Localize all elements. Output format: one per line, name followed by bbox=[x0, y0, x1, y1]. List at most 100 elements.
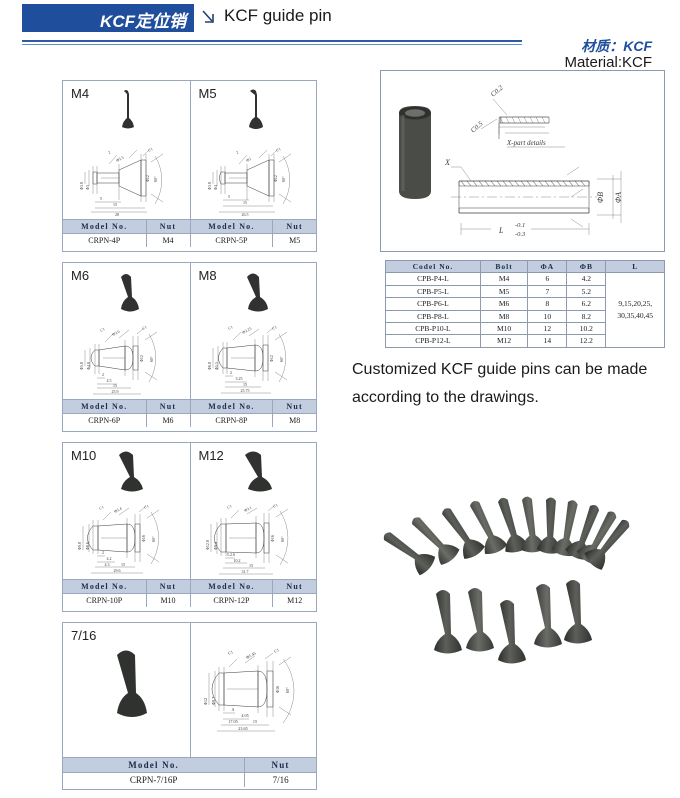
size-label: M8 bbox=[198, 268, 217, 283]
col-header-nut: Nut bbox=[245, 758, 317, 773]
table-row: CPB-P10-L M10 12 10.2 bbox=[385, 321, 665, 336]
table-header-row: Model No. Nut bbox=[63, 758, 317, 773]
spec-table-m4: Model No. Nut CRPN-4P M4 bbox=[63, 220, 190, 247]
cell-dia-a: 10 bbox=[527, 309, 568, 323]
col-header-model: Model No. bbox=[190, 400, 274, 414]
spec-table-m5: Model No. Nut CRPN-5P M5 bbox=[189, 220, 317, 247]
cell-dia-b: 5.2 bbox=[566, 284, 607, 299]
cell-nut: M5 bbox=[289, 236, 301, 245]
material-label-cn: 材质：KCF bbox=[581, 38, 652, 54]
table-header-row: Model No. Nut bbox=[190, 220, 317, 234]
svg-text:2: 2 bbox=[235, 150, 239, 155]
svg-text:15: 15 bbox=[121, 562, 125, 567]
cell-dia-b: 4.2 bbox=[566, 272, 607, 286]
table-header-row: Codel No. Bolt ΦA ΦB L bbox=[385, 259, 665, 274]
svg-text:15: 15 bbox=[243, 382, 247, 387]
cell-model-no: CRPN-10P bbox=[63, 594, 147, 607]
spec-table-7-16: Model No. Nut CRPN-7/16P 7/16 bbox=[63, 758, 317, 787]
svg-text:4.05: 4.05 bbox=[241, 713, 248, 718]
panel-m4-m5: M4 bbox=[62, 80, 317, 252]
panel-7-16: 7/16 bbox=[62, 622, 317, 790]
svg-text:Φ5.5: Φ5.5 bbox=[115, 155, 124, 163]
panel-m10-m12: M10 bbox=[62, 442, 317, 612]
svg-text:C1: C1 bbox=[98, 504, 104, 511]
technical-drawing-m12: 5.2.6 10.2 15 31.7 Φ3.1 C1 C1 Φ12.8 Φ9.4… bbox=[193, 502, 319, 578]
cell-bolt: M5 bbox=[479, 284, 529, 299]
cell-dia-b: 12.2 bbox=[566, 334, 607, 348]
header-tab: KCF定位销 bbox=[22, 4, 194, 32]
col-header-bolt: Bolt bbox=[479, 259, 529, 274]
svg-text:26.5: 26.5 bbox=[241, 212, 248, 217]
svg-text:4.3: 4.3 bbox=[105, 562, 110, 567]
svg-text:Φ5.8: Φ5.8 bbox=[79, 362, 84, 370]
cell-bolt: M10 bbox=[479, 321, 529, 336]
svg-text:5: 5 bbox=[228, 194, 230, 199]
svg-text:Φ9.8: Φ9.8 bbox=[77, 542, 82, 550]
chamfer-label-1: C0.2 bbox=[489, 83, 505, 98]
cell-nut: M12 bbox=[287, 596, 303, 605]
svg-text:25.9: 25.9 bbox=[112, 389, 119, 394]
size-label: M6 bbox=[71, 268, 90, 283]
dia-a-label: ΦA bbox=[614, 192, 623, 203]
col-header-model: Model No. bbox=[190, 220, 274, 234]
svg-text:60°: 60° bbox=[281, 176, 286, 182]
spec-table-m10: Model No. Nut CRPN-10P M10 bbox=[63, 580, 190, 607]
svg-text:Φ3: Φ3 bbox=[85, 185, 90, 190]
cell-model: CPB-P8-L bbox=[385, 309, 481, 323]
col-header-nut: Nut bbox=[146, 220, 190, 234]
panel-cell-m6: M6 bbox=[63, 263, 190, 399]
x-part-details-label: X-part details bbox=[506, 139, 546, 147]
cell-bolt: M6 bbox=[479, 297, 529, 311]
svg-text:60°: 60° bbox=[151, 536, 156, 542]
tol-upper-label: -0.1 bbox=[515, 222, 525, 229]
cell-model: CPB-P5-L bbox=[385, 284, 481, 299]
col-header-model: Model No. bbox=[63, 580, 147, 594]
svg-text:Φ3.25: Φ3.25 bbox=[241, 326, 252, 335]
svg-text:31.7: 31.7 bbox=[241, 569, 248, 574]
svg-text:15: 15 bbox=[252, 719, 256, 724]
technical-drawing-m6: 2 4.5 15 25.9 Φ3.6 C1 C1 Φ5.8 Φ4.8 60° Φ… bbox=[65, 322, 192, 398]
svg-text:Φ12: Φ12 bbox=[203, 698, 208, 705]
x-callout-label: X bbox=[444, 158, 451, 167]
cell-model-no: CRPN-12P bbox=[191, 594, 274, 607]
svg-text:28: 28 bbox=[115, 212, 119, 217]
col-header-nut: Nut bbox=[146, 580, 190, 594]
bushing-drawing-box: C0.2 C0.5 X-part details X ΦB ΦA L bbox=[380, 70, 665, 252]
svg-text:2: 2 bbox=[230, 370, 232, 375]
svg-text:Φ5.4: Φ5.4 bbox=[113, 506, 122, 514]
product-thumb-m10 bbox=[108, 449, 144, 505]
svg-text:17.05: 17.05 bbox=[228, 719, 237, 724]
panel-cell-m12: M12 bbox=[189, 443, 319, 579]
svg-text:Φ3.6: Φ3.6 bbox=[111, 329, 120, 337]
size-label: 7/16 bbox=[71, 628, 97, 643]
svg-text:Φ4.8: Φ4.8 bbox=[86, 362, 91, 370]
cell-model: CPB-P12-L bbox=[385, 334, 481, 348]
tol-lower-label: -0.3 bbox=[515, 231, 526, 238]
cell-bolt: M8 bbox=[479, 309, 529, 323]
col-header-model: Model No. bbox=[190, 580, 274, 594]
svg-text:C1: C1 bbox=[272, 502, 278, 509]
cell-length-values: 9,15,20,25,30,35,40,45 bbox=[605, 272, 665, 348]
svg-text:4.5: 4.5 bbox=[107, 378, 112, 383]
col-header-nut: Nut bbox=[273, 400, 317, 414]
panel-m6-m8: M6 bbox=[62, 262, 317, 432]
table-header-row: Model No. Nut bbox=[63, 580, 190, 594]
product-photo-group bbox=[350, 462, 670, 712]
svg-text:2: 2 bbox=[102, 372, 104, 377]
svg-text:Φ5.45: Φ5.45 bbox=[245, 651, 257, 660]
table-row: CRPN-5P M5 bbox=[191, 234, 317, 247]
cell-model: CPB-P10-L bbox=[385, 321, 481, 336]
svg-text:C1: C1 bbox=[275, 146, 281, 153]
svg-text:2: 2 bbox=[107, 150, 111, 155]
svg-text:60°: 60° bbox=[285, 687, 290, 693]
panel-cell-7-16-drawing: A 4.05 17.05 15 23.65 Φ5.45 C1 C1 Φ12 Φ9… bbox=[189, 623, 317, 757]
cell-model-no: CRPN-5P bbox=[191, 234, 274, 247]
cell-bolt: M4 bbox=[479, 272, 529, 286]
cell-dia-a: 6 bbox=[527, 272, 568, 286]
cell-nut: 7/16 bbox=[272, 775, 289, 785]
table-row: CRPN-8P M8 bbox=[191, 414, 317, 427]
svg-text:29.6: 29.6 bbox=[114, 568, 121, 573]
table-header-row: Model No. Nut bbox=[190, 400, 317, 414]
col-header-model: Codel No. bbox=[385, 259, 481, 274]
cell-nut: M10 bbox=[160, 596, 176, 605]
